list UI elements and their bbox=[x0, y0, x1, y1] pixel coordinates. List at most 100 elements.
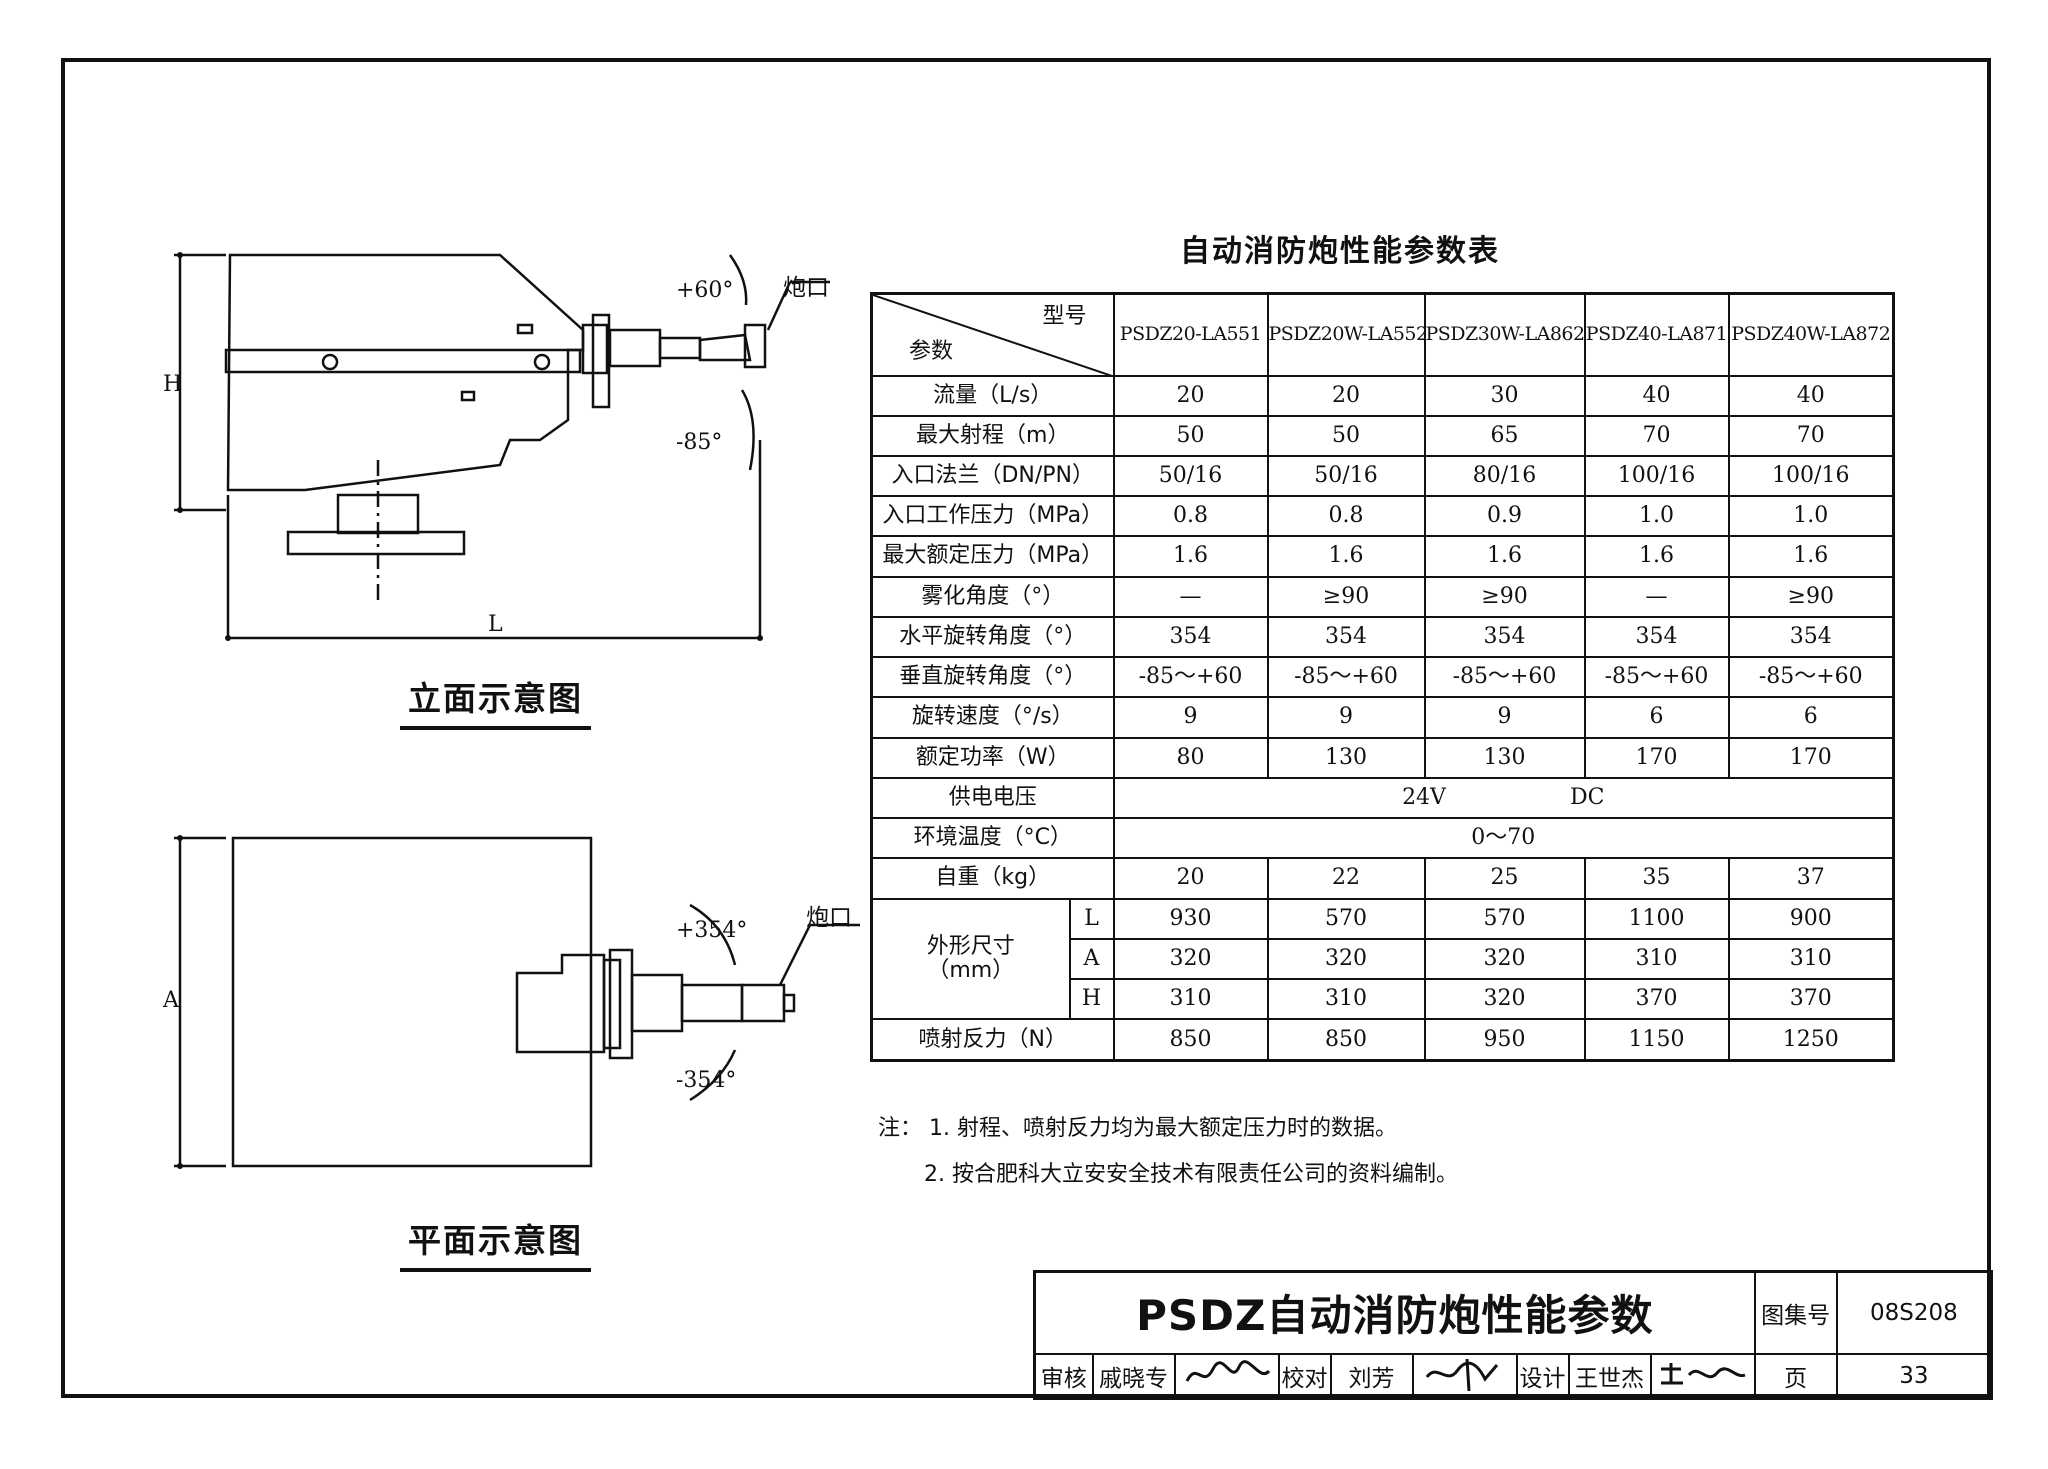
param-value: -85～+60 bbox=[1112, 656, 1269, 699]
voltage-value-a: 24V bbox=[1402, 784, 1446, 810]
param-name: 额定功率（W） bbox=[870, 736, 1115, 779]
parameter-table: 型号 参数 PSDZ20-LA551 PSDZ20W-LA552 PSDZ30W… bbox=[870, 292, 1895, 1062]
param-value: 6 bbox=[1583, 696, 1730, 739]
model-header: PSDZ20-LA551 bbox=[1112, 292, 1269, 377]
param-name: 流量（L/s） bbox=[870, 374, 1115, 417]
param-value: 310 bbox=[1112, 978, 1269, 1021]
param-value: 70 bbox=[1583, 414, 1730, 457]
param-value: 310 bbox=[1583, 937, 1730, 981]
table-row: 垂直旋转角度（°） -85～+60 -85～+60 -85～+60 -85～+6… bbox=[870, 656, 1895, 699]
drawing-frame bbox=[61, 58, 1991, 1398]
param-value: 40 bbox=[1727, 374, 1895, 417]
atlas-number: 08S208 bbox=[1835, 1270, 1993, 1355]
designer-signature bbox=[1649, 1352, 1756, 1399]
diagonal-line bbox=[873, 295, 1108, 374]
header-param-label: 参数 bbox=[909, 339, 954, 365]
param-name: 雾化角度（°） bbox=[870, 575, 1115, 618]
param-value: 50/16 bbox=[1112, 454, 1269, 498]
angle-up-label: +60° bbox=[676, 278, 734, 303]
param-value: 1100 bbox=[1583, 897, 1730, 940]
param-value: 900 bbox=[1727, 897, 1895, 940]
check-label: 校对 bbox=[1277, 1352, 1332, 1399]
dimension-sub-label: A bbox=[1068, 937, 1115, 981]
note-item: 2. 按合肥科大立安安全技术有限责任公司的资料编制。 bbox=[924, 1162, 1458, 1187]
param-value: 80/16 bbox=[1423, 454, 1586, 498]
param-value: 0.8 bbox=[1266, 495, 1426, 538]
param-value: 354 bbox=[1266, 615, 1426, 659]
param-name: 旋转速度（°/s） bbox=[870, 696, 1115, 739]
param-name: 入口工作压力（MPa） bbox=[870, 495, 1115, 538]
param-name: 自重（kg） bbox=[870, 857, 1115, 900]
design-label: 设计 bbox=[1515, 1352, 1570, 1399]
param-value: 35 bbox=[1583, 857, 1730, 900]
table-title: 自动消防炮性能参数表 bbox=[1180, 234, 1500, 269]
param-name: 最大射程（m） bbox=[870, 414, 1115, 457]
param-value: 130 bbox=[1423, 736, 1586, 779]
table-row: 水平旋转角度（°） 354 354 354 354 354 bbox=[870, 615, 1895, 659]
param-value: 6 bbox=[1727, 696, 1895, 739]
param-value: 70 bbox=[1727, 414, 1895, 457]
param-value: 320 bbox=[1423, 978, 1586, 1021]
param-value: -85～+60 bbox=[1423, 656, 1586, 699]
param-value: 1.6 bbox=[1112, 535, 1269, 578]
param-value: 570 bbox=[1423, 897, 1586, 940]
table-row-reaction: 喷射反力（N） 850 850 950 1150 1250 bbox=[870, 1018, 1895, 1062]
param-name: 水平旋转角度（°） bbox=[870, 615, 1115, 659]
param-name: 环境温度（°C） bbox=[870, 817, 1115, 860]
param-value: 1.6 bbox=[1266, 535, 1426, 578]
param-value: -85～+60 bbox=[1727, 656, 1895, 699]
elevation-view bbox=[174, 253, 830, 640]
param-value: 930 bbox=[1112, 897, 1269, 940]
param-name: 最大额定压力（MPa） bbox=[870, 535, 1115, 578]
param-value: 20 bbox=[1112, 857, 1269, 900]
table-row-dimension-l: 外形尺寸 （mm） L 930 570 570 1100 900 bbox=[870, 897, 1895, 1021]
elevation-caption: 立面示意图 bbox=[400, 672, 591, 730]
note-line: 注： 1. 射程、喷射反力均为最大额定压力时的数据。 bbox=[878, 1110, 1458, 1156]
signature-icon bbox=[1425, 1358, 1498, 1391]
model-header: PSDZ20W-LA552 bbox=[1266, 292, 1426, 377]
param-value: 850 bbox=[1112, 1018, 1269, 1062]
param-value: 50/16 bbox=[1266, 454, 1426, 498]
table-row: 入口工作压力（MPa） 0.8 0.8 0.9 1.0 1.0 bbox=[870, 495, 1895, 538]
nozzle-label-elevation: 炮口 bbox=[783, 275, 829, 301]
header-model-label: 型号 bbox=[1042, 304, 1087, 329]
param-value: 320 bbox=[1266, 937, 1426, 981]
angle-left-label: +354° bbox=[676, 918, 748, 943]
param-value: 370 bbox=[1727, 978, 1895, 1021]
param-value: 1.0 bbox=[1583, 495, 1730, 538]
param-value: 50 bbox=[1112, 414, 1269, 457]
nozzle-label-plan: 炮口 bbox=[806, 905, 852, 931]
param-value: 850 bbox=[1266, 1018, 1426, 1062]
angle-right-label: -354° bbox=[676, 1068, 737, 1093]
param-value: 130 bbox=[1266, 736, 1426, 779]
param-value: 100/16 bbox=[1727, 454, 1895, 498]
param-value: — bbox=[1583, 575, 1730, 618]
param-value: 570 bbox=[1266, 897, 1426, 940]
param-value: 9 bbox=[1112, 696, 1269, 739]
dimension-label: 外形尺寸 bbox=[926, 933, 1015, 959]
drawing-title: PSDZ自动消防炮性能参数 bbox=[1033, 1270, 1756, 1355]
param-value: 950 bbox=[1423, 1018, 1586, 1062]
temperature-value: 0～70 bbox=[1112, 817, 1895, 860]
param-value: ≥90 bbox=[1423, 575, 1586, 618]
param-value: 80 bbox=[1112, 736, 1269, 779]
dimension-sub-label: L bbox=[1068, 897, 1115, 940]
param-value: -85～+60 bbox=[1266, 656, 1426, 699]
atlas-label: 图集号 bbox=[1753, 1270, 1838, 1355]
designer-name: 王世杰 bbox=[1567, 1352, 1652, 1399]
param-value: 9 bbox=[1266, 696, 1426, 739]
table-row-temperature: 环境温度（°C） 0～70 bbox=[870, 817, 1895, 860]
page-number: 33 bbox=[1835, 1352, 1993, 1399]
param-value: 1250 bbox=[1727, 1018, 1895, 1062]
table-row: 入口法兰（DN/PN） 50/16 50/16 80/16 100/16 100… bbox=[870, 454, 1895, 498]
table-row: 最大额定压力（MPa） 1.6 1.6 1.6 1.6 1.6 bbox=[870, 535, 1895, 578]
param-value: 100/16 bbox=[1583, 454, 1730, 498]
param-value: 310 bbox=[1727, 937, 1895, 981]
param-name: 入口法兰（DN/PN） bbox=[870, 454, 1115, 498]
table-row: 额定功率（W） 80 130 130 170 170 bbox=[870, 736, 1895, 779]
param-name: 喷射反力（N） bbox=[870, 1018, 1115, 1062]
param-value: 40 bbox=[1583, 374, 1730, 417]
param-value: 320 bbox=[1423, 937, 1586, 981]
page-label: 页 bbox=[1753, 1352, 1838, 1399]
checker-name: 刘芳 bbox=[1329, 1352, 1414, 1399]
